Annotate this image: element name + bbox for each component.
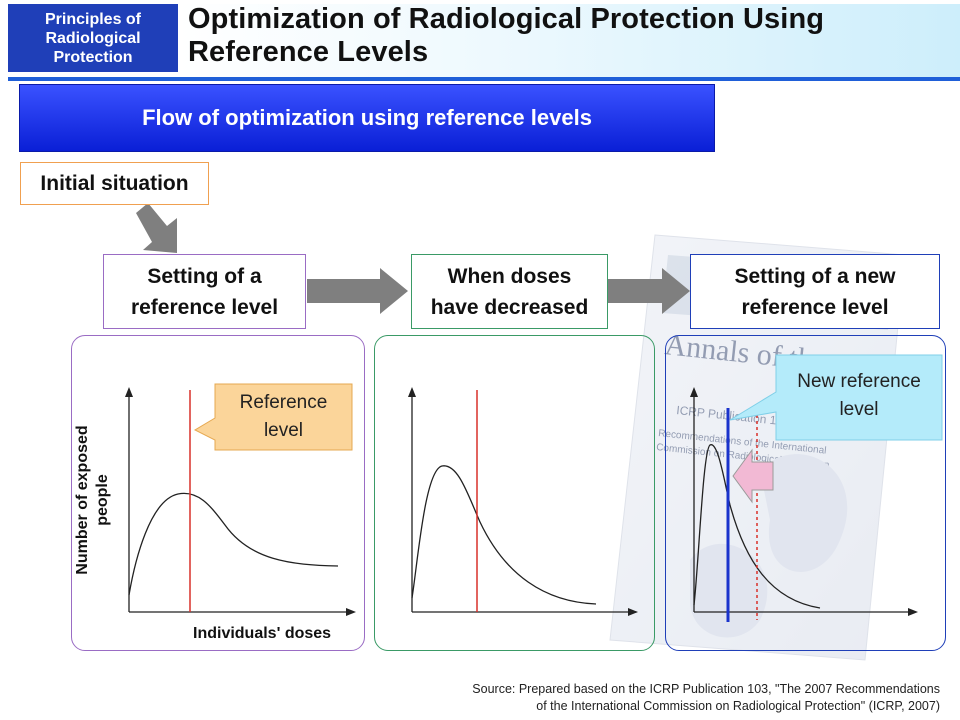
callout-new-reference-level-text: New reference level: [776, 368, 942, 424]
plot1-distribution-curve: [128, 492, 339, 596]
plot-3: [690, 387, 918, 622]
callout2-line-1: New reference: [797, 371, 921, 392]
source-citation: Source: Prepared based on the ICRP Publi…: [403, 681, 940, 715]
category-line-1: Principles of: [44, 10, 142, 28]
callout-reference-level-shape: [193, 383, 353, 451]
callout-reference-level-text: Reference level: [215, 389, 352, 445]
title-background: [178, 4, 960, 78]
title-line-1: Optimization of Radiological Protection …: [188, 3, 825, 35]
x-axis-label: Individuals' doses: [193, 625, 332, 642]
plot2-distribution-curve: [411, 465, 597, 605]
panel-doses-decreased: [374, 335, 655, 651]
page-title: Optimization of Radiological Protection …: [188, 3, 824, 69]
shift-left-arrow: [732, 448, 774, 504]
plot-1: [125, 387, 356, 616]
y-axis-label: Number of exposed people: [73, 400, 113, 600]
source-line-1: Source: Prepared based on the ICRP Publi…: [472, 682, 940, 696]
y-axis-label-line-2: people: [94, 474, 111, 526]
source-line-2: of the International Commission on Radio…: [536, 699, 940, 713]
section-banner: Flow of optimization using reference lev…: [19, 84, 715, 152]
arrow-step2-to-step3: [608, 268, 690, 314]
callout1-line-1: Reference: [239, 392, 328, 413]
title-line-2: Reference Levels: [188, 36, 429, 68]
callout-new-reference-level-shape: [729, 354, 943, 441]
y-axis-label-line-1: Number of exposed: [74, 425, 91, 575]
step3-line-1: Setting of a new: [734, 264, 896, 288]
category-label: Principles of Radiological Protection: [8, 4, 178, 72]
category-line-2: Radiological: [45, 29, 141, 47]
plot-2: [408, 387, 638, 616]
banner-text: Flow of optimization using reference lev…: [142, 105, 592, 130]
panel-new-reference-level: [665, 335, 946, 651]
step-setting-reference-level: Setting of a reference level: [103, 254, 306, 329]
category-line-3: Protection: [53, 48, 133, 66]
arrow-step1-to-step2: [307, 268, 408, 314]
step1-line-2: reference level: [130, 295, 279, 319]
initial-situation-box: Initial situation: [20, 162, 209, 205]
callout1-line-2: level: [263, 420, 304, 441]
step1-line-1: Setting of a: [147, 264, 262, 288]
callout2-line-2: level: [839, 399, 879, 420]
panel-reference-level: [71, 335, 365, 651]
step-setting-new-reference-level: Setting of a new reference level: [690, 254, 940, 329]
step2-line-2: have decreased: [430, 295, 589, 319]
step3-line-2: reference level: [741, 295, 889, 319]
title-divider: [8, 77, 960, 81]
arrow-initial-to-step1: [136, 203, 177, 253]
initial-situation-label: Initial situation: [40, 172, 189, 195]
step-doses-decreased: When doses have decreased: [411, 254, 608, 329]
step2-line-1: When doses: [447, 264, 572, 288]
plot3-distribution-curve: [693, 444, 821, 609]
